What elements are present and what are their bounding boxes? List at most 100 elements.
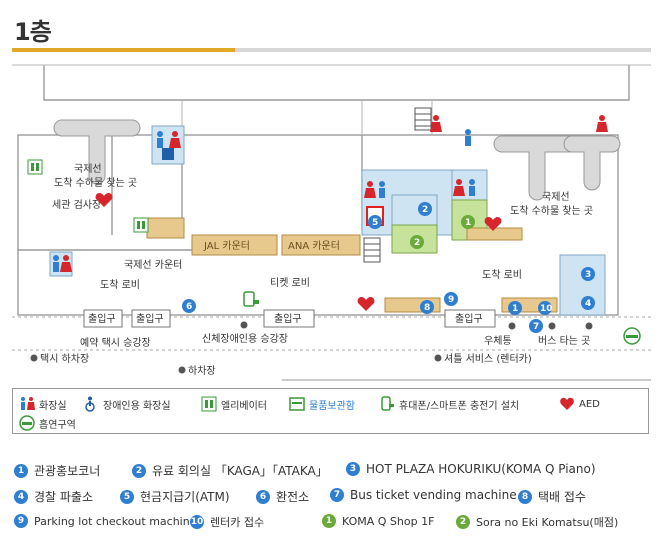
restroom-icon [151,125,185,165]
smoking-area-icon [19,415,35,431]
terminal-outline [17,134,619,316]
exit-2: 출입구 [131,309,171,328]
svg-text:2: 2 [414,238,420,248]
svg-text:출입구: 출입구 [136,312,164,325]
exit-1: 출입구 [83,309,123,328]
charging-icon [379,396,395,412]
restroom-icon-east [596,115,608,132]
escalator-north [414,107,432,131]
wheelchair-icon [83,396,99,412]
baggage-carousel-right-2 [563,135,621,191]
label-intl-baggage-right: 국제선 [542,191,570,203]
title-underline-rule [235,48,651,52]
marker-6: 6 [182,299,196,313]
svg-text:4: 4 [585,299,591,309]
svg-text:7: 7 [533,322,539,332]
restroom-icon-center [364,179,475,198]
svg-text:10: 10 [540,304,553,314]
marker-3: 3 [581,267,595,281]
escalator-center [363,237,381,263]
legend-aed: AED [559,396,600,412]
label-arrival-lobby-left: 도착 로비 [100,279,140,291]
floor-title: 1층 [14,18,52,46]
label-customs: 세관 검사장 [52,199,101,211]
ana-counter-label: ANA 카운터 [288,240,340,252]
svg-text:1: 1 [512,304,518,314]
exit-3: 출입구 [263,309,315,328]
jal-counter-desk [191,234,278,256]
svg-text:9: 9 [448,295,454,305]
label-intl-baggage-right-2: 도착 수하물 찾는 곳 [510,204,593,217]
svg-text:8: 8 [424,303,430,313]
smoking-area-icon [623,327,641,345]
restroom-icon-left [49,251,73,277]
label-taxi-stand: 택시 하차장 [40,352,89,365]
marker-7: 7 [529,319,543,333]
svg-text:1: 1 [465,218,471,228]
aed-icon [95,192,113,207]
label-intl-baggage-left: 국제선 [74,163,102,175]
marker-8: 8 [420,300,434,314]
legend-accessible-restroom: 장애인용 화장실 [83,396,171,412]
legend-charging: 휴대폰/스마트폰 충전기 설치 [379,396,519,412]
label-elevator-disabled: 신체장애인용 승강장 [202,333,288,345]
marker-5: 5 [368,215,382,229]
legend: 화장실 장애인용 화장실 엘리베이터 물품보관함 휴대폰/스마트폰 충전기 설치… [12,388,649,434]
legend-restroom: 화장실 [19,396,67,412]
label-shuttle: 셔틀 서비스 (렌터카) [444,353,532,365]
label-intl-baggage-left-2: 도착 수하물 찾는 곳 [54,176,137,189]
jal-counter-label: JAL 카운터 [203,240,250,252]
marker-4: 4 [581,296,595,310]
aed-icon-3 [357,296,375,311]
elevator-icon [27,159,43,175]
label-bus-stop: 버스 타는 곳 [538,335,590,347]
elevator-icon-2 [133,217,149,233]
ana-counter-desk [281,234,361,256]
label-arrival-lobby-right: 도착 로비 [482,269,522,281]
legend-lockers: 물품보관함 [289,396,355,412]
aed-icon-2 [484,216,502,231]
title-underline-accent [12,48,235,52]
baggage-carousel-left [53,119,141,185]
svg-text:6: 6 [186,302,192,312]
marker-9: 9 [444,292,458,306]
marker-10: 10 [538,301,553,315]
marker-1: 1 [508,301,522,315]
svg-text:3: 3 [585,270,591,280]
label-intl-counter: 국제선 카운터 [124,259,182,271]
label-post: 우체통 [484,335,512,347]
restroom-icon-north [430,115,471,146]
exit-4: 출입구 [444,309,496,328]
svg-text:2: 2 [422,205,428,215]
elevator-icon [201,396,217,412]
svg-text:출입구: 출입구 [274,312,302,325]
marker-green-1: 1 [461,215,475,229]
floor-map: JAL 카운터 ANA 카운터 국제선 도착 수하물 찾는 곳 세관 검사장 국… [12,64,651,381]
legend-elevator: 엘리베이터 [201,396,267,412]
marker-green-2: 2 [410,235,424,249]
aed-icon [559,396,575,412]
legend-smoking: 흡연구역 [19,415,76,431]
restroom-icon [19,396,35,412]
label-reserved-taxi: 예약 택시 승강장 [80,337,151,349]
locker-icon [289,396,305,412]
svg-text:출입구: 출입구 [88,312,116,325]
svg-text:5: 5 [372,218,378,228]
marker-2: 2 [418,202,432,216]
north-wall [43,65,630,101]
label-ticket-lobby: 티켓 로비 [270,277,310,289]
label-dropoff: 하차장 [188,364,216,377]
svg-text:출입구: 출입구 [455,312,483,325]
